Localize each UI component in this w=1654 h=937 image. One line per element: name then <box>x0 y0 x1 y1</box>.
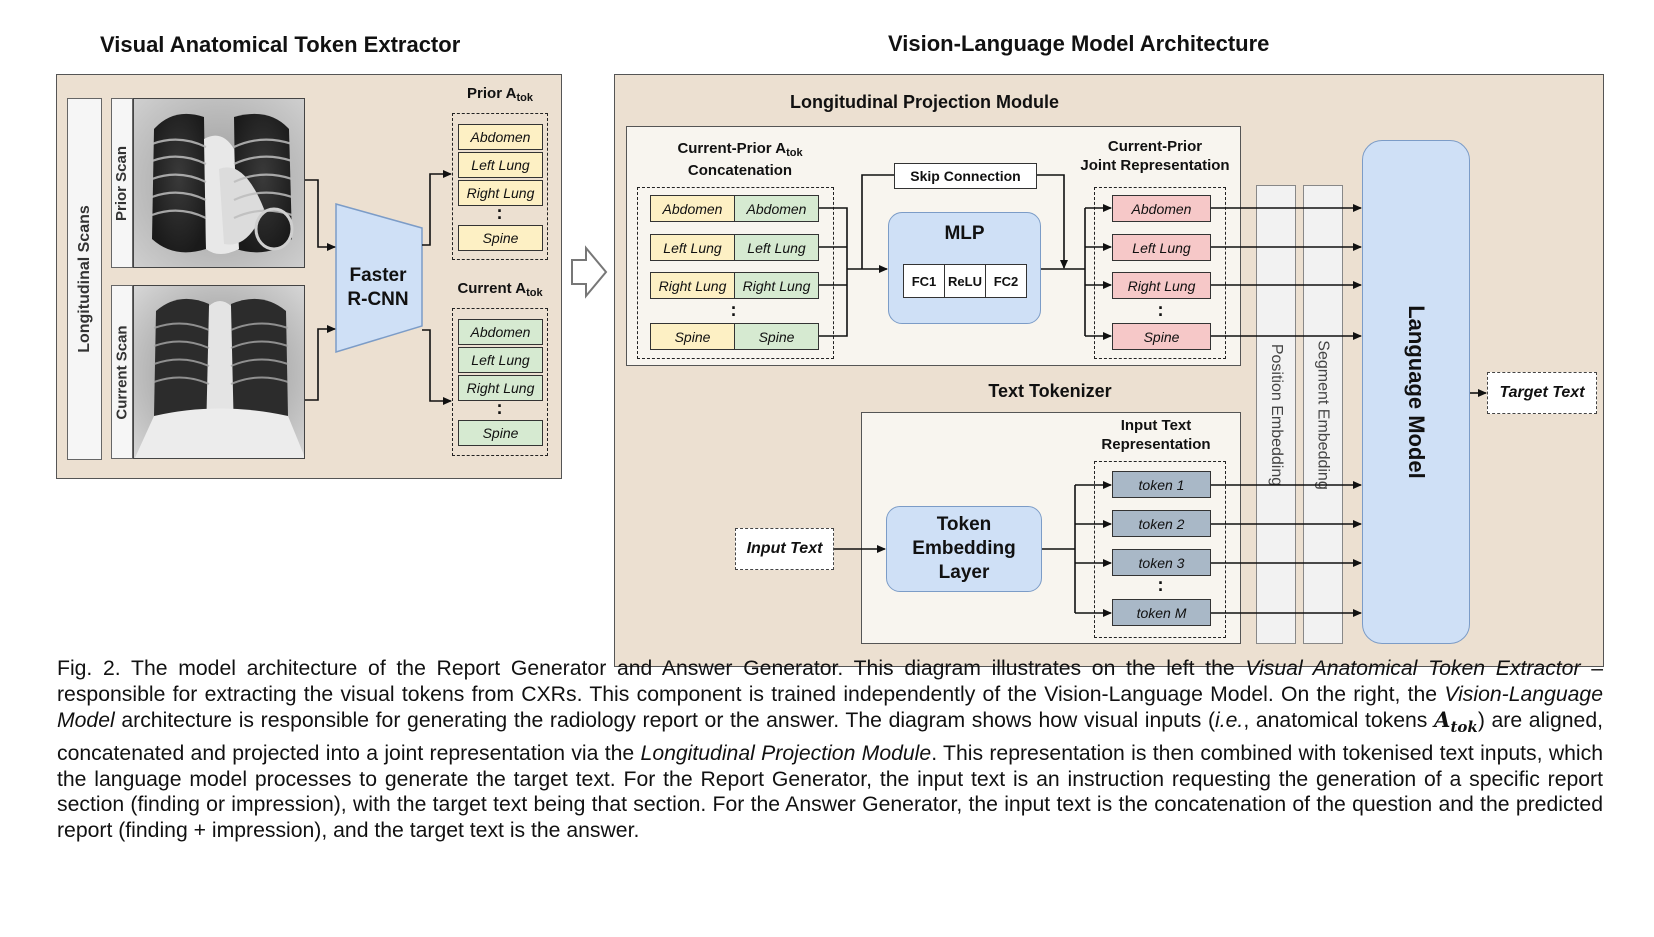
current-token-abdomen: Abdomen <box>458 319 543 345</box>
projection-module-title: Longitudinal Projection Module <box>790 92 1059 112</box>
current-atok-title: Current Atok <box>457 280 543 299</box>
prior-scan-label: Prior Scan <box>111 98 133 268</box>
prior-token-group <box>452 113 548 260</box>
text-tokenizer-title: Text Tokenizer <box>988 381 1112 401</box>
current-token-right-lung: Right Lung <box>458 375 543 401</box>
current-xray-image <box>133 285 305 459</box>
target-text-box: Target Text <box>1487 372 1597 414</box>
concat-prior-spine: Spine <box>650 323 735 350</box>
vlm-title: Vision-Language Model Architecture <box>888 31 1270 56</box>
text-token-m: token M <box>1112 599 1211 626</box>
segment-embedding-column: Segment Embedding <box>1303 185 1343 644</box>
joint-token-group <box>1094 187 1226 359</box>
hollow-arrow-icon <box>571 245 608 299</box>
joint-token-right-lung: Right Lung <box>1112 272 1211 299</box>
faster-rcnn-block <box>335 203 423 354</box>
faster-rcnn-label-1: Faster <box>349 265 407 286</box>
current-scan-label: Current Scan <box>111 285 133 459</box>
input-text-box: Input Text <box>735 528 834 570</box>
concat-prior-right-lung: Right Lung <box>650 272 735 299</box>
joint-ellipsis: ·· <box>1158 298 1164 325</box>
fc1-box: FC1 <box>903 264 945 298</box>
concat-current-abdomen: Abdomen <box>734 195 819 222</box>
current-token-left-lung: Left Lung <box>458 347 543 373</box>
concat-current-left-lung: Left Lung <box>734 234 819 261</box>
fc2-box: FC2 <box>985 264 1027 298</box>
prior-atok-title: Prior Atok <box>467 85 533 104</box>
position-embedding-column: Position Embedding <box>1256 185 1296 644</box>
prior-token-abdomen: Abdomen <box>458 124 543 150</box>
relu-box: ReLU <box>944 264 986 298</box>
prior-token-spine: Spine <box>458 225 543 251</box>
input-repr-title: Input Text Representation <box>1101 417 1211 453</box>
joint-token-abdomen: Abdomen <box>1112 195 1211 222</box>
text-token-1: token 1 <box>1112 471 1211 498</box>
concat-title: Current-Prior Atok Concatenation <box>677 140 803 179</box>
extractor-title: Visual Anatomical Token Extractor <box>100 32 461 57</box>
text-token-3: token 3 <box>1112 549 1211 576</box>
concat-ellipsis: ·· <box>731 298 737 325</box>
language-model-block: Language Model <box>1362 140 1470 644</box>
current-ellipsis: ·· <box>497 396 503 423</box>
longitudinal-scans-label: Longitudinal Scans <box>67 98 102 460</box>
text-token-group <box>1094 461 1226 638</box>
concat-current-spine: Spine <box>734 323 819 350</box>
joint-repr-title: Current-Prior Joint Representation <box>1080 138 1230 174</box>
prior-xray-image <box>133 98 305 268</box>
mlp-label: MLP <box>944 223 985 244</box>
joint-token-left-lung: Left Lung <box>1112 234 1211 261</box>
faster-rcnn-label-2: R-CNN <box>347 289 409 310</box>
joint-token-spine: Spine <box>1112 323 1211 350</box>
concat-current-right-lung: Right Lung <box>734 272 819 299</box>
current-token-spine: Spine <box>458 420 543 446</box>
concat-prior-left-lung: Left Lung <box>650 234 735 261</box>
skip-connection-box: Skip Connection <box>894 163 1037 189</box>
concat-prior-abdomen: Abdomen <box>650 195 735 222</box>
token-embedding-layer <box>886 506 1042 592</box>
prior-token-left-lung: Left Lung <box>458 152 543 178</box>
prior-ellipsis: ·· <box>497 201 503 228</box>
text-token-ellipsis: ·· <box>1158 573 1164 600</box>
figure-caption: Fig. 2. The model architecture of the Re… <box>57 657 1604 842</box>
text-token-2: token 2 <box>1112 510 1211 537</box>
current-token-group <box>452 308 548 456</box>
prior-token-right-lung: Right Lung <box>458 180 543 206</box>
